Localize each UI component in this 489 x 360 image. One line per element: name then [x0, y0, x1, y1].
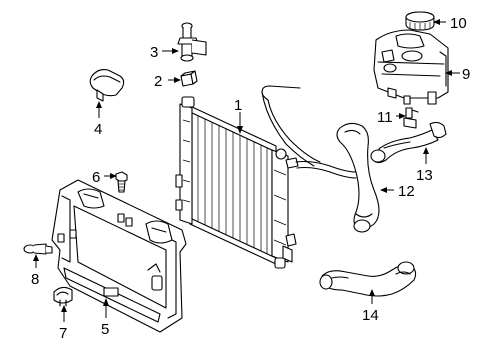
push-pin — [23, 243, 53, 255]
radiator — [175, 96, 299, 269]
hose-clip — [53, 286, 73, 307]
callout-2: 2 — [154, 73, 162, 90]
callout-14: 14 — [362, 307, 379, 324]
upper-radiator-hose — [261, 85, 380, 233]
tank-cap — [405, 11, 435, 31]
callout-11: 11 — [377, 109, 393, 126]
callout-4: 4 — [94, 121, 102, 138]
rubber-pad — [89, 69, 125, 102]
level-sensor — [403, 107, 419, 129]
callout-1: 1 — [234, 97, 242, 114]
callout-labels: 1 2 3 4 5 6 7 8 9 10 11 12 13 14 — [31, 15, 470, 342]
radiator-support — [51, 179, 187, 333]
lower-radiator-hose — [319, 261, 417, 297]
callout-9: 9 — [462, 66, 470, 83]
bolt — [115, 171, 128, 193]
tank-hose — [370, 121, 447, 164]
expansion-tank — [373, 29, 449, 105]
grommet-block — [180, 70, 198, 87]
callout-12: 12 — [398, 183, 415, 200]
callout-8: 8 — [31, 271, 39, 288]
callout-10: 10 — [450, 15, 467, 32]
callout-6: 6 — [92, 169, 100, 186]
radiator-mount — [177, 22, 207, 62]
leader-lines — [33, 19, 460, 322]
callout-3: 3 — [150, 44, 158, 61]
callout-5: 5 — [101, 321, 109, 338]
callout-7: 7 — [59, 325, 67, 342]
callout-13: 13 — [416, 167, 433, 184]
